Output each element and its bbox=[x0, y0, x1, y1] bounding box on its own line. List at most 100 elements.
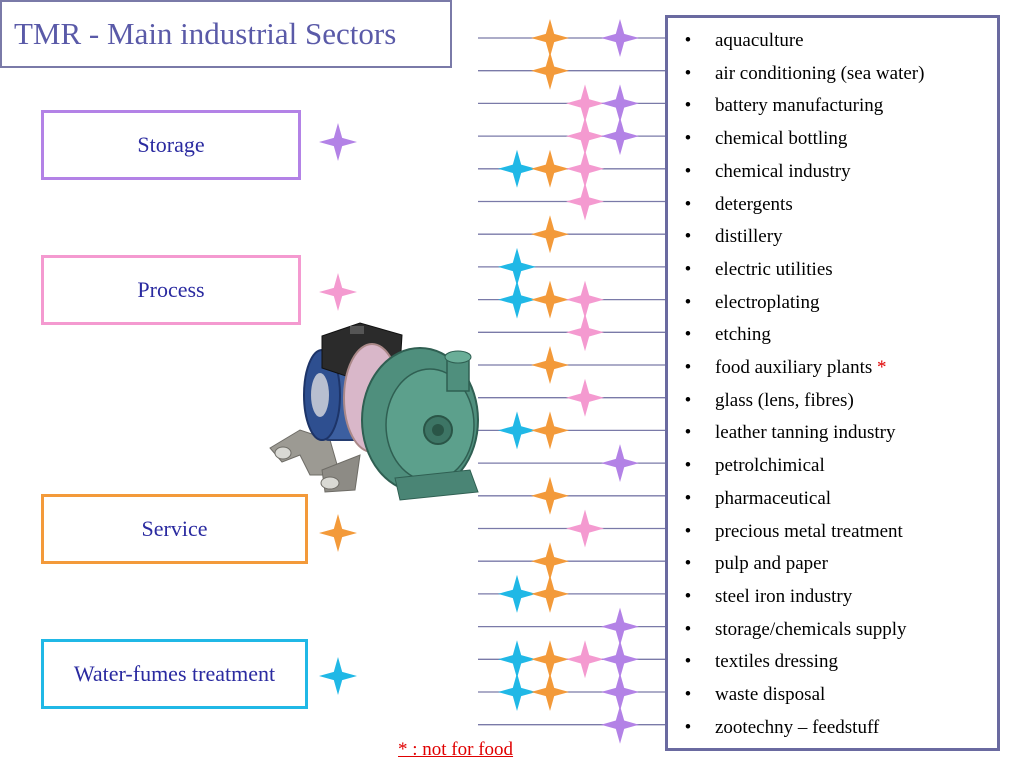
bullet: • bbox=[684, 324, 692, 346]
pump-image bbox=[269, 322, 479, 501]
sector-name: food auxiliary plants * bbox=[715, 357, 887, 378]
category-markers bbox=[319, 123, 357, 695]
sector-name: battery manufacturing bbox=[715, 95, 884, 117]
sector-name: etching bbox=[715, 324, 771, 346]
service-marker bbox=[531, 640, 569, 679]
sector-name: electroplating bbox=[715, 291, 820, 313]
sector-name: pharmaceutical bbox=[715, 487, 832, 509]
sector-name: storage/chemicals supply bbox=[715, 618, 907, 640]
service-marker bbox=[531, 19, 569, 57]
process-marker bbox=[566, 640, 604, 679]
service-marker bbox=[531, 149, 569, 188]
process-marker bbox=[566, 149, 604, 188]
sector-name: waste disposal bbox=[715, 684, 826, 705]
bullet: • bbox=[684, 226, 692, 248]
process-marker bbox=[566, 117, 604, 156]
storage-marker bbox=[601, 705, 639, 744]
bullet: • bbox=[684, 160, 692, 182]
service-marker bbox=[531, 215, 569, 254]
water-marker bbox=[498, 411, 536, 450]
bullet: • bbox=[684, 553, 692, 575]
sector-name: aquaculture bbox=[715, 30, 804, 51]
water-marker bbox=[498, 247, 536, 286]
sector-name: distillery bbox=[715, 226, 783, 248]
bullet: • bbox=[684, 291, 692, 313]
sector-name: chemical industry bbox=[715, 160, 851, 182]
sector-name: zootechny – feedstuff bbox=[715, 716, 880, 738]
service-category-box: Service bbox=[41, 494, 308, 564]
sector-name: chemical bottling bbox=[715, 128, 848, 150]
service-marker bbox=[531, 280, 569, 319]
sector-name: textiles dressing bbox=[715, 651, 838, 673]
bullet: • bbox=[684, 684, 692, 705]
storage-category-box: Storage bbox=[41, 110, 301, 180]
process-marker bbox=[566, 182, 604, 221]
process-legend-marker bbox=[319, 273, 357, 311]
title-box: TMR - Main industrial Sectors bbox=[0, 0, 452, 68]
footnote: * : not for food bbox=[398, 739, 514, 760]
process-marker bbox=[566, 313, 604, 352]
sector-name: electric utilities bbox=[715, 258, 833, 280]
storage-marker bbox=[601, 84, 639, 123]
sector-name: leather tanning industry bbox=[715, 422, 896, 444]
process-marker bbox=[566, 509, 604, 548]
water-fumes-category-box: Water-fumes treatment bbox=[41, 639, 308, 709]
water-marker bbox=[498, 673, 536, 711]
service-category-label: Service bbox=[141, 516, 208, 541]
bullet: • bbox=[684, 357, 692, 378]
storage-marker bbox=[601, 117, 639, 156]
water-marker bbox=[498, 280, 536, 319]
water-legend-marker bbox=[319, 657, 357, 695]
sector-name: precious metal treatment bbox=[715, 520, 903, 542]
service-marker bbox=[531, 542, 569, 581]
process-marker bbox=[566, 378, 604, 417]
process-category-box: Process bbox=[41, 255, 301, 325]
bullet: • bbox=[684, 455, 692, 477]
bullet: • bbox=[684, 193, 692, 215]
water-marker bbox=[498, 640, 536, 679]
bullet: • bbox=[684, 95, 692, 117]
storage-marker bbox=[601, 607, 639, 646]
service-legend-marker bbox=[319, 514, 357, 552]
storage-legend-marker bbox=[319, 123, 357, 161]
bullet: • bbox=[684, 128, 692, 150]
sector-name: detergents bbox=[715, 193, 793, 215]
storage-marker bbox=[601, 444, 639, 483]
bullet: • bbox=[684, 520, 692, 542]
bullet: • bbox=[684, 62, 692, 84]
sector-name: pulp and paper bbox=[715, 553, 828, 575]
water-fumes-category-label: Water-fumes treatment bbox=[73, 661, 276, 686]
storage-marker bbox=[601, 19, 639, 57]
water-marker bbox=[498, 574, 536, 613]
process-marker bbox=[566, 84, 604, 123]
sector-markers bbox=[498, 19, 639, 744]
service-marker bbox=[531, 51, 569, 90]
not-for-food-mark: * bbox=[877, 357, 887, 378]
sector-name: air conditioning (sea water) bbox=[715, 62, 925, 84]
storage-category-label: Storage bbox=[137, 132, 205, 157]
bullet: • bbox=[684, 487, 692, 509]
service-marker bbox=[531, 673, 569, 711]
bullet: • bbox=[684, 651, 692, 673]
bullet: • bbox=[684, 258, 692, 280]
storage-marker bbox=[601, 640, 639, 679]
process-category-label: Process bbox=[137, 277, 205, 302]
bullet: • bbox=[684, 422, 692, 444]
bullet: • bbox=[684, 716, 692, 738]
page-title: TMR - Main industrial Sectors bbox=[14, 16, 397, 51]
sector-name: steel iron industry bbox=[715, 585, 853, 607]
sector-name: petrolchimical bbox=[715, 455, 825, 477]
service-marker bbox=[531, 346, 569, 384]
connector-lines bbox=[478, 37, 665, 726]
service-marker bbox=[531, 476, 569, 515]
bullet: • bbox=[684, 30, 692, 51]
water-marker bbox=[498, 149, 536, 188]
process-marker bbox=[566, 280, 604, 319]
storage-marker bbox=[601, 673, 639, 711]
bullet: • bbox=[684, 618, 692, 640]
sector-list-box: • aquaculture • air conditioning (sea water… bbox=[665, 15, 1000, 751]
service-marker bbox=[531, 411, 569, 450]
bullet: • bbox=[684, 389, 692, 411]
sector-name: glass (lens, fibres) bbox=[715, 389, 854, 411]
